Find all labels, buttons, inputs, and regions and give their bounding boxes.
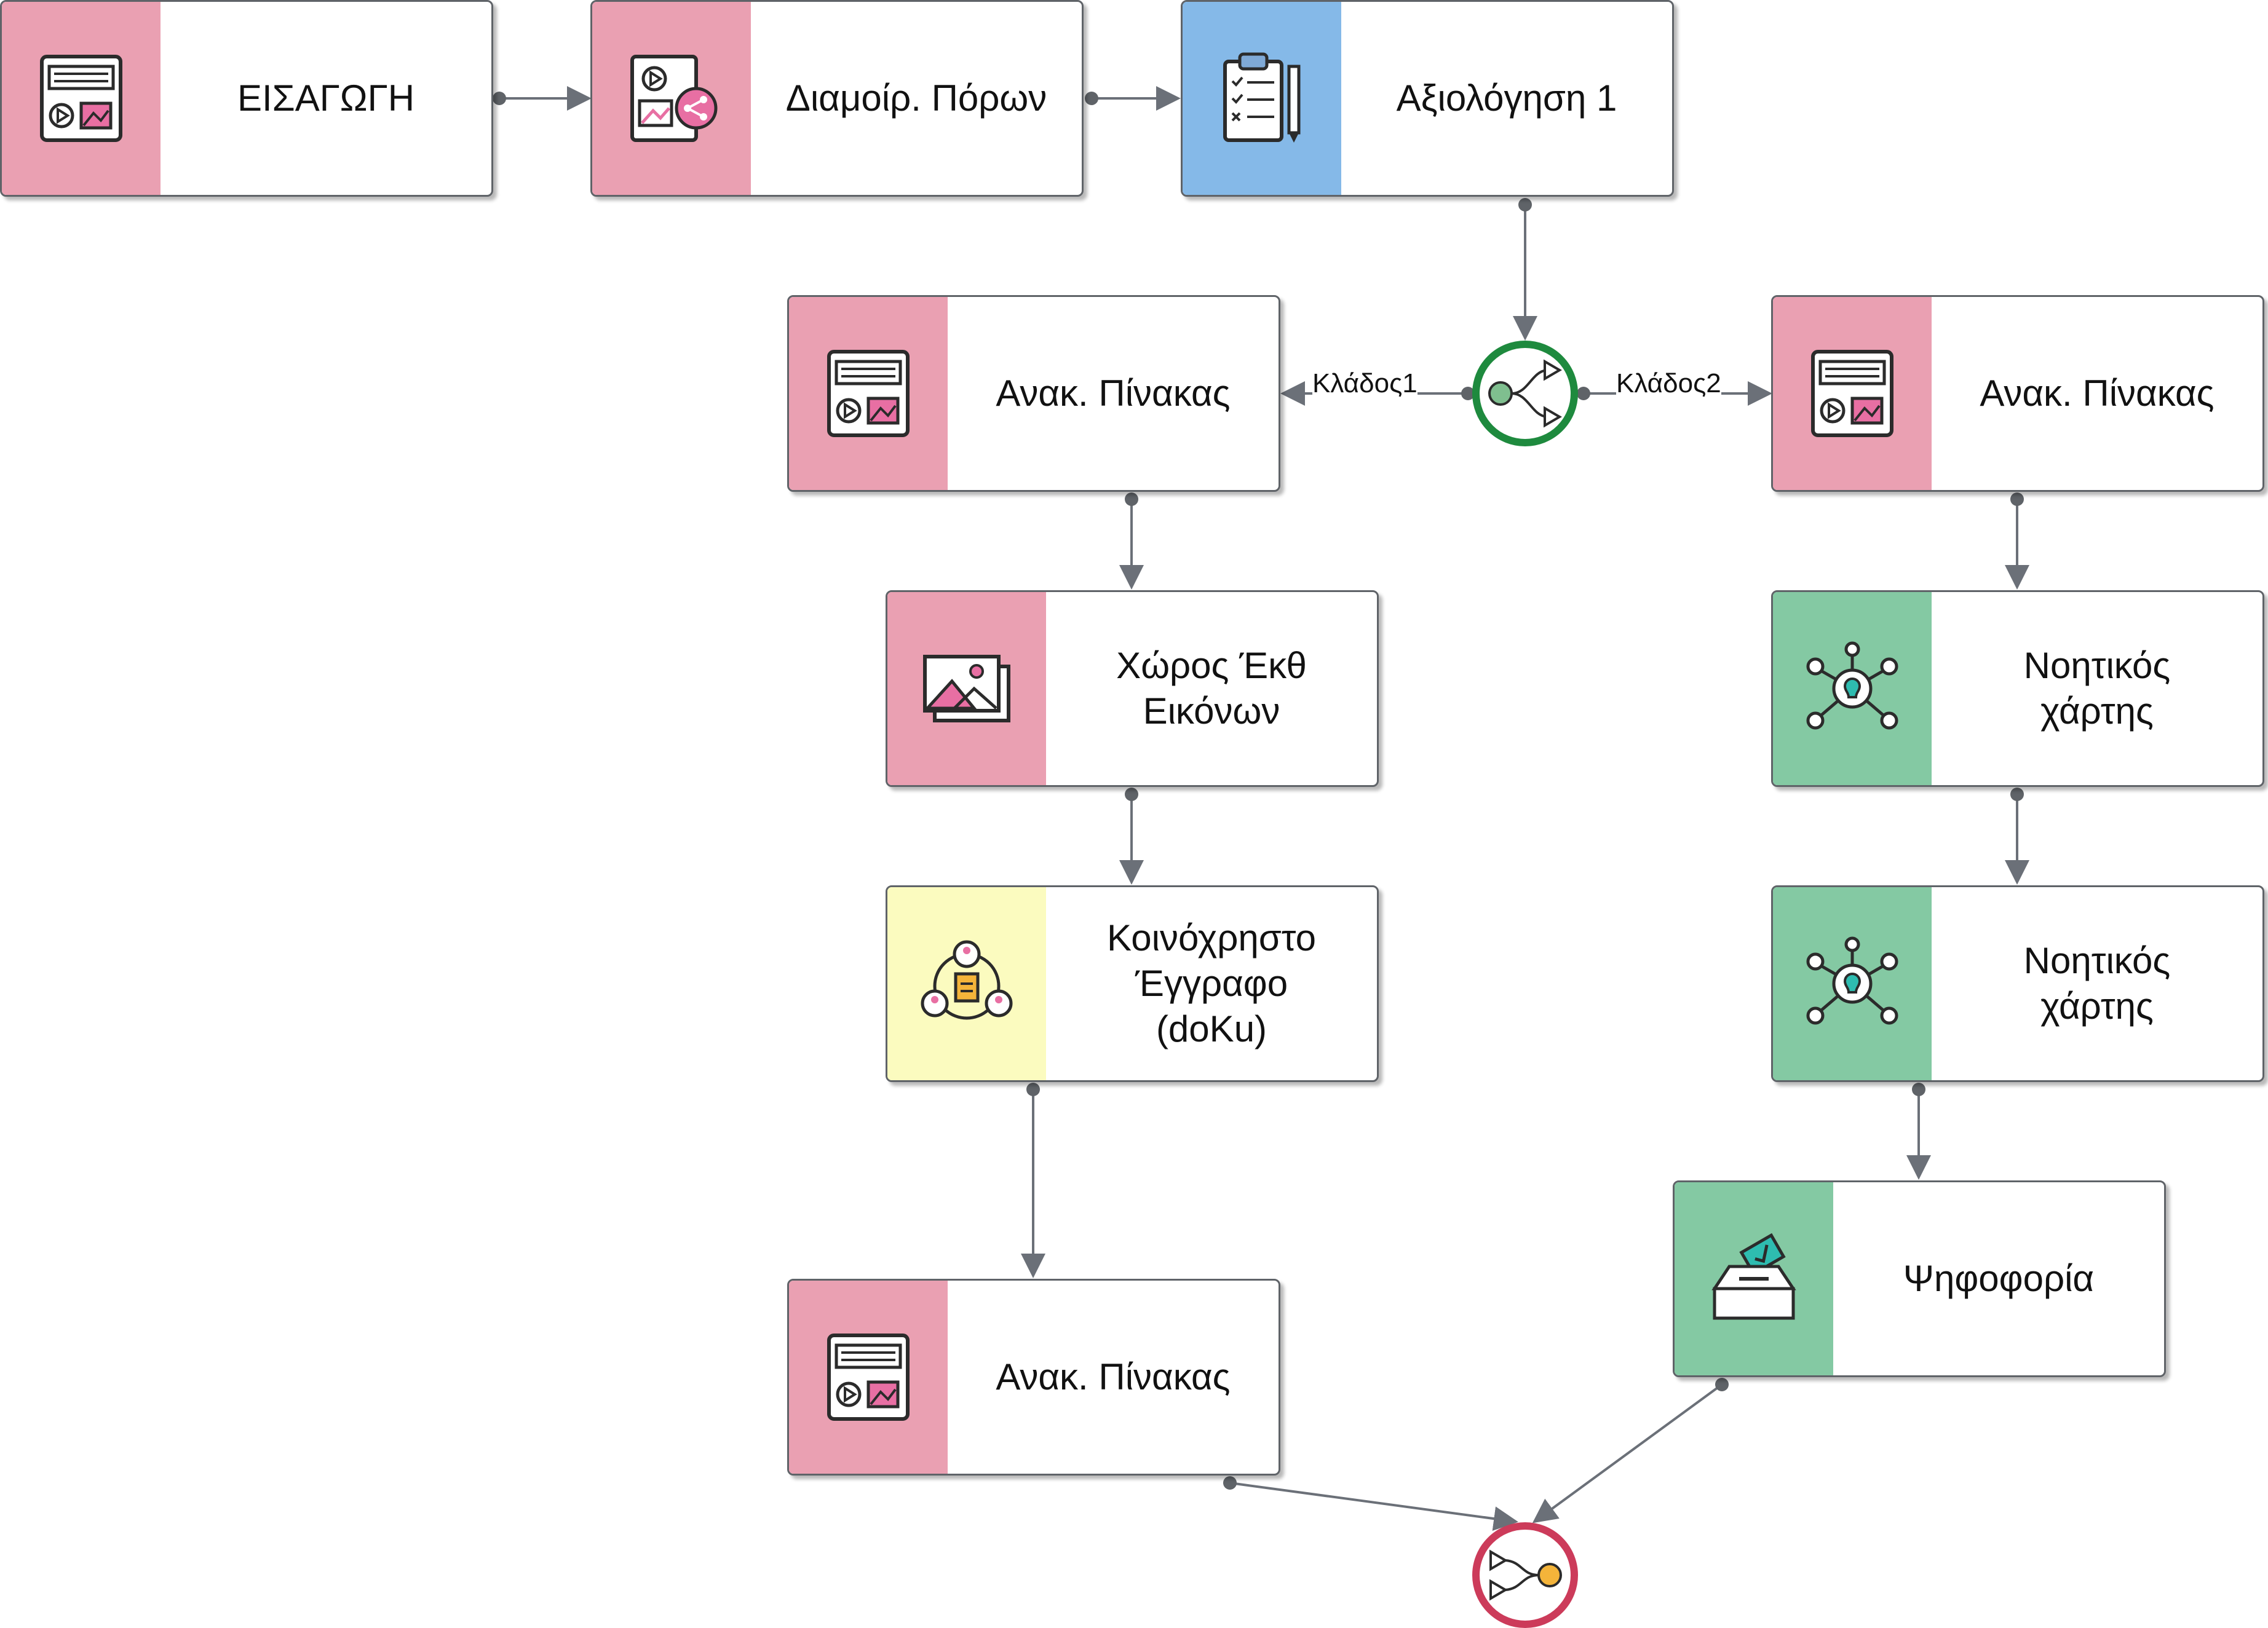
node-intro-label: ΕΙΣΑΓΩΓΗ — [237, 77, 415, 119]
node-eval-label: Αξιολόγηση 1 — [1396, 77, 1617, 119]
shared-document-icon — [921, 940, 1013, 1020]
node-board-left[interactable]: Ανακ. Πίνακας — [787, 295, 1280, 492]
node-intro-band — [2, 2, 161, 195]
node-eval-band — [1183, 2, 1341, 195]
node-gallery-band — [887, 592, 1046, 785]
node-boardL-label: Ανακ. Πίνακας — [996, 373, 1231, 414]
node-share-label: Διαμοίρ. Πόρων — [785, 77, 1047, 119]
edge-boardL2-merge — [1229, 1482, 1518, 1531]
node-boardL-band — [789, 297, 948, 490]
edge-label-branch2: Κλάδος2 — [1616, 368, 1721, 398]
mind-map-icon — [1806, 936, 1898, 1025]
board-media-icon — [827, 1334, 910, 1421]
image-gallery-icon — [923, 655, 1010, 722]
edge-vote-merge — [1532, 1383, 1723, 1523]
node-evaluation[interactable]: Αξιολόγηση 1 — [1181, 0, 1674, 197]
node-share-resources[interactable]: Διαμοίρ. Πόρων — [590, 0, 1084, 197]
mind-map-icon — [1806, 641, 1898, 730]
node-intro[interactable]: ΕΙΣΑΓΩΓΗ — [0, 0, 493, 197]
node-mind-map-2[interactable]: Νοητικός χάρτης — [1771, 885, 2264, 1082]
node-boardR-band — [1773, 297, 1932, 490]
node-mind1-label: Νοητικός χάρτης — [2023, 645, 2171, 732]
node-vote-label: Ψηφοφορία — [1903, 1258, 2095, 1299]
node-doc-band — [887, 887, 1046, 1080]
node-boardL2-band — [789, 1281, 948, 1474]
node-gallery-label: Χώρος Έκθ Εικόνων — [1116, 645, 1307, 732]
node-vote-band — [1675, 1182, 1833, 1375]
node-share-band — [592, 2, 751, 195]
node-voting[interactable]: Ψηφοφορία — [1673, 1180, 2166, 1377]
node-board-left-2[interactable]: Ανακ. Πίνακας — [787, 1279, 1280, 1476]
node-doc-label: Κοινόχρηστο Έγγραφο (doKu) — [1107, 917, 1316, 1049]
merge-branch-icon[interactable] — [1472, 1522, 1578, 1628]
node-mind-map-1[interactable]: Νοητικός χάρτης — [1771, 590, 2264, 787]
node-image-gallery[interactable]: Χώρος Έκθ Εικόνων — [886, 590, 1379, 787]
board-media-icon — [827, 350, 910, 437]
node-boardL2-label: Ανακ. Πίνακας — [996, 1356, 1231, 1397]
share-resources-icon — [630, 55, 718, 142]
board-media-icon — [40, 55, 122, 142]
edge-label-branch1: Κλάδος1 — [1312, 368, 1418, 398]
board-media-icon — [1811, 350, 1893, 437]
node-mind2-band — [1773, 887, 1932, 1080]
clipboard-checklist-icon — [1223, 52, 1301, 143]
node-shared-document[interactable]: Κοινόχρηστο Έγγραφο (doKu) — [886, 885, 1379, 1082]
split-branch-icon[interactable] — [1472, 341, 1578, 446]
node-board-right[interactable]: Ανακ. Πίνακας — [1771, 295, 2264, 492]
node-boardR-label: Ανακ. Πίνακας — [1980, 373, 2214, 414]
ballot-box-icon — [1711, 1233, 1796, 1320]
node-mind2-label: Νοητικός χάρτης — [2023, 940, 2171, 1027]
node-mind1-band — [1773, 592, 1932, 785]
